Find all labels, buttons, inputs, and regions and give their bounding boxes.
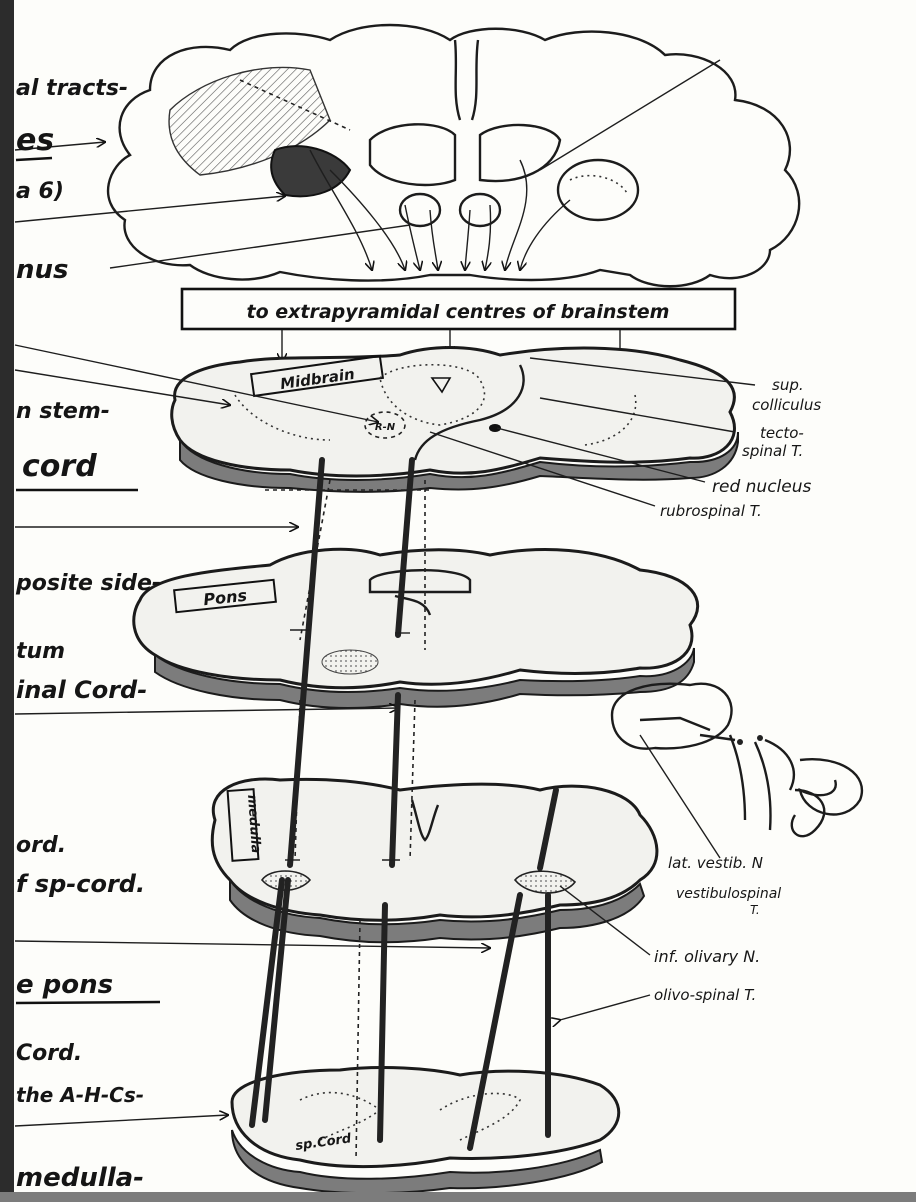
- margin-fragment: es: [16, 123, 54, 158]
- tectospinal-label: tecto-: [760, 424, 804, 442]
- margin-fragment: inal Cord-: [16, 676, 147, 704]
- vestibulospinal-label: T.: [750, 903, 760, 917]
- midbrain-section: Midbrain R-N: [15, 345, 755, 506]
- olivospinal-label: olivo-spinal T.: [654, 986, 756, 1004]
- margin-fragment: n stem-: [16, 399, 110, 424]
- rubrospinal-label: rubrospinal T.: [660, 502, 762, 520]
- margin-fragment: nus: [16, 255, 69, 285]
- margin-fragment: the A-H-Cs-: [16, 1083, 144, 1107]
- margin-fragment: al tracts-: [16, 76, 128, 101]
- sup-colliculus-label: colliculus: [752, 396, 821, 414]
- inf-olivary-label: inf. olivary N.: [654, 947, 760, 966]
- margin-fragment: medulla-: [16, 1163, 144, 1193]
- margin-fragment: e pons: [16, 970, 113, 1000]
- margin-fragment: f sp-cord.: [16, 870, 145, 898]
- sup-colliculus-label: sup.: [772, 376, 804, 394]
- margin-fragment: tum: [16, 639, 65, 664]
- margin-fragment: ord.: [16, 833, 66, 858]
- margin-fragment: a 6): [16, 179, 64, 204]
- cerebral-section: [15, 25, 799, 286]
- tectospinal-label: spinal T.: [742, 442, 803, 460]
- margin-fragment: Cord.: [16, 1041, 82, 1066]
- scan-bottom-edge: [0, 1192, 916, 1202]
- lat-vestib-label: lat. vestib. N: [668, 854, 763, 872]
- red-nucleus-abbrev: R-N: [375, 422, 396, 433]
- vestibulospinal-label: vestibulospinal: [676, 886, 781, 902]
- margin-fragment: posite side-: [15, 571, 161, 596]
- margin-fragment: cord: [22, 449, 97, 484]
- red-nucleus-label: red nucleus: [712, 477, 811, 497]
- box-label: to extrapyramidal centres of brainstem: [247, 301, 670, 323]
